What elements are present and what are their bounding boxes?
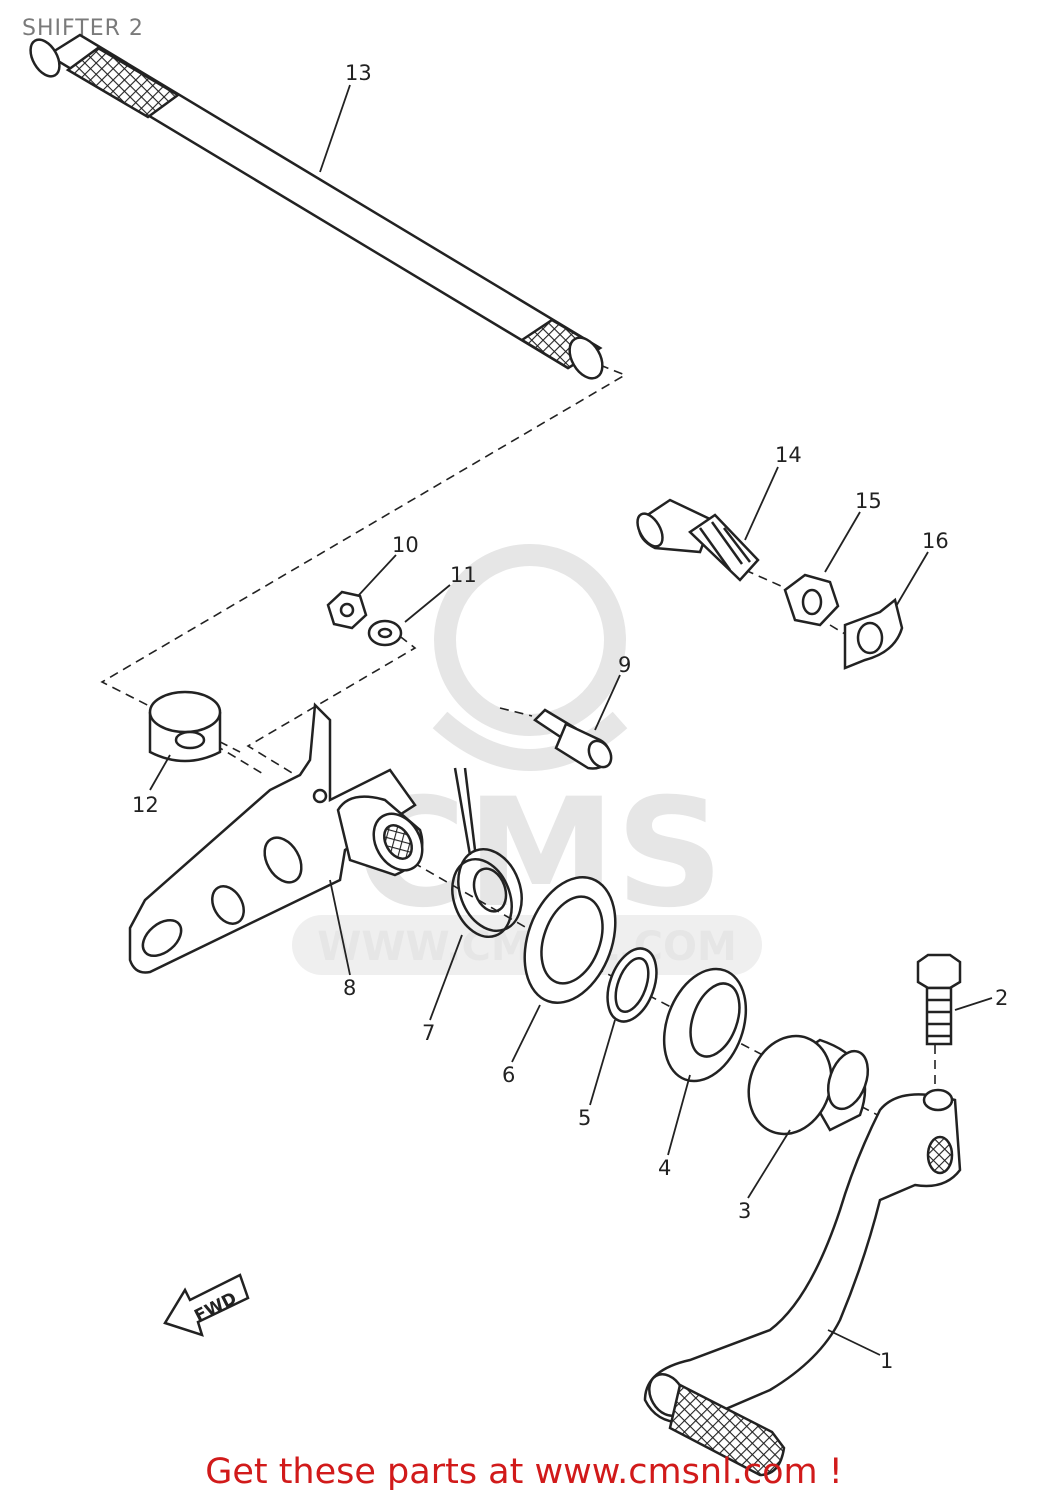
callout-5: 5 (578, 1106, 591, 1130)
part-7-return-spring (451, 767, 523, 939)
callout-6: 6 (502, 1063, 515, 1087)
part-11-washer (367, 619, 403, 647)
watermark-mascot (432, 544, 628, 771)
callout-4: 4 (658, 1156, 671, 1180)
part-5-circlip (606, 947, 658, 1023)
part-9-pin-bolt (533, 708, 613, 770)
callout-13: 13 (345, 61, 372, 85)
callout-2: 2 (995, 986, 1008, 1010)
callout-11: 11 (450, 563, 477, 587)
callout-3: 3 (738, 1199, 751, 1223)
part-14-pivot-bolt (636, 498, 760, 582)
cmsnl-parts-link[interactable]: Get these parts at www.cmsnl.com ! (205, 1452, 843, 1492)
part-12-bushing (148, 690, 222, 763)
part-4-oil-seal (662, 967, 748, 1083)
callout-8: 8 (343, 976, 356, 1000)
part-15-nut (783, 573, 840, 627)
callout-7: 7 (422, 1021, 435, 1045)
part-1-shift-pedal (643, 1088, 962, 1477)
fwd-arrow-icon: FWD (163, 1273, 250, 1337)
callout-numbers: 1 2 3 4 5 6 7 8 9 10 11 12 13 14 15 16 (132, 61, 1008, 1373)
callout-10: 10 (392, 533, 419, 557)
part-16-lock-washer (843, 597, 904, 670)
callout-9: 9 (618, 653, 631, 677)
callout-1: 1 (880, 1349, 893, 1373)
callout-15: 15 (855, 489, 882, 513)
part-13-shift-shaft (29, 33, 604, 380)
part-8-shift-arm (128, 702, 424, 974)
callout-14: 14 (775, 443, 802, 467)
part-10-nut (326, 590, 368, 630)
part-2-bolt (916, 953, 962, 1046)
callout-16: 16 (922, 529, 949, 553)
callout-12: 12 (132, 793, 159, 817)
part-6-flat-washer (523, 876, 617, 1004)
part-3-collar (747, 1034, 870, 1136)
